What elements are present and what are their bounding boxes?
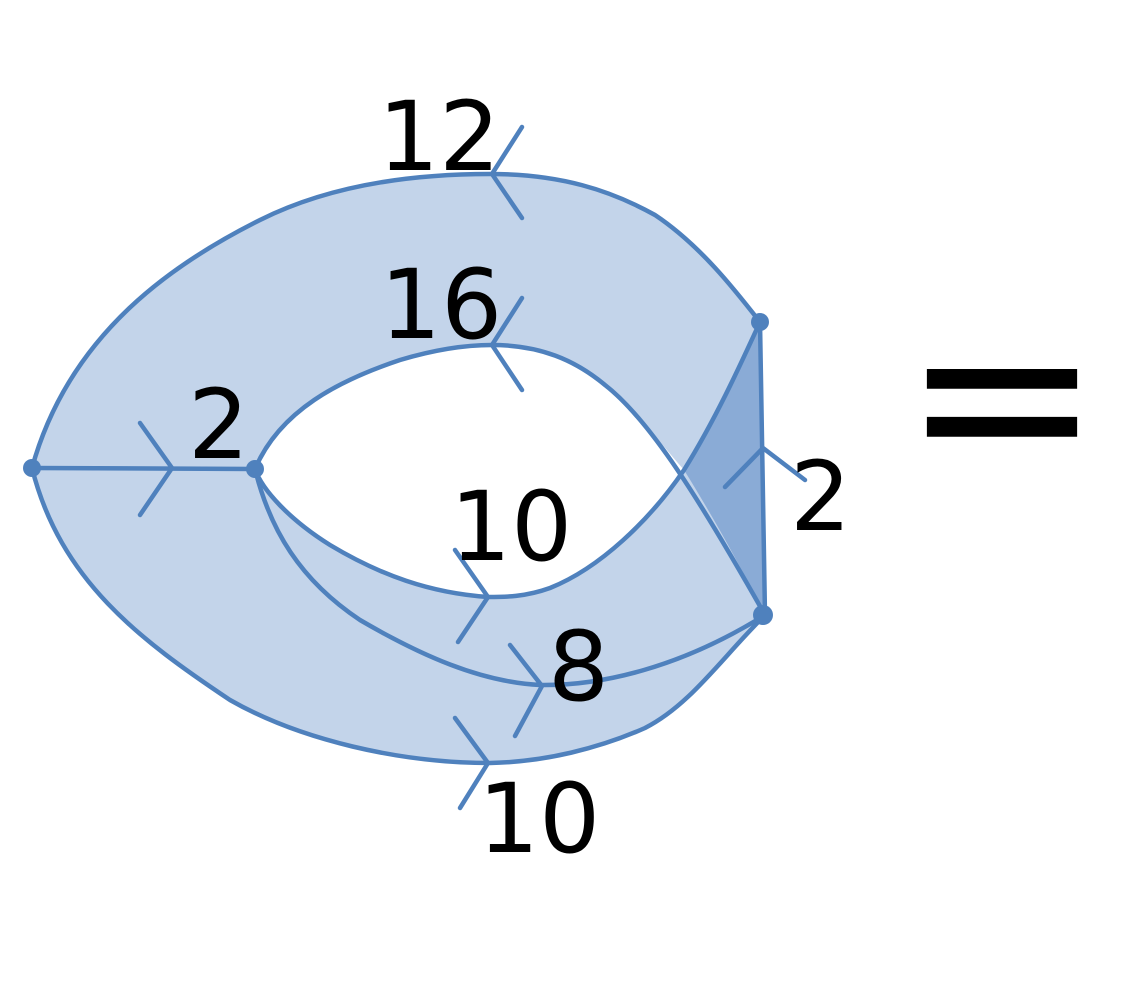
vertex-top-right — [751, 313, 769, 331]
right-edge — [757, 319, 768, 618]
twisted-strip-region — [684, 322, 765, 615]
outer-top-edge — [29, 171, 763, 471]
label-inner-top: 16 — [380, 249, 502, 361]
right-edge-arrow-icon — [722, 445, 808, 490]
middle-bottom-edge — [252, 466, 768, 688]
inner-bottom-arrow-icon — [452, 547, 491, 645]
vertex-bottom-right — [753, 605, 773, 625]
left-edge — [29, 465, 258, 472]
middle-bottom-arrow-icon — [507, 642, 545, 739]
label-middle-bottom: 8 — [548, 611, 609, 723]
outer-top-arrow-icon — [489, 124, 525, 221]
outer-bottom-arrow-icon — [452, 715, 491, 811]
label-inner-bottom: 10 — [450, 471, 572, 583]
inner-top-edge — [252, 342, 768, 618]
left-edge-arrow-icon — [137, 420, 175, 518]
label-right-edge: 2 — [790, 441, 851, 553]
vertex-center-left — [246, 460, 264, 478]
hole-region — [255, 345, 684, 597]
label-outer-top: 12 — [378, 81, 500, 193]
equals-sign: = — [901, 255, 1102, 535]
outer-bottom-edge — [29, 465, 768, 766]
vertex-left — [23, 459, 41, 477]
label-outer-bottom: 10 — [478, 763, 600, 875]
label-left-edge: 2 — [188, 369, 249, 481]
inner-top-arrow-icon — [489, 295, 525, 393]
inner-bottom-edge — [252, 319, 763, 600]
